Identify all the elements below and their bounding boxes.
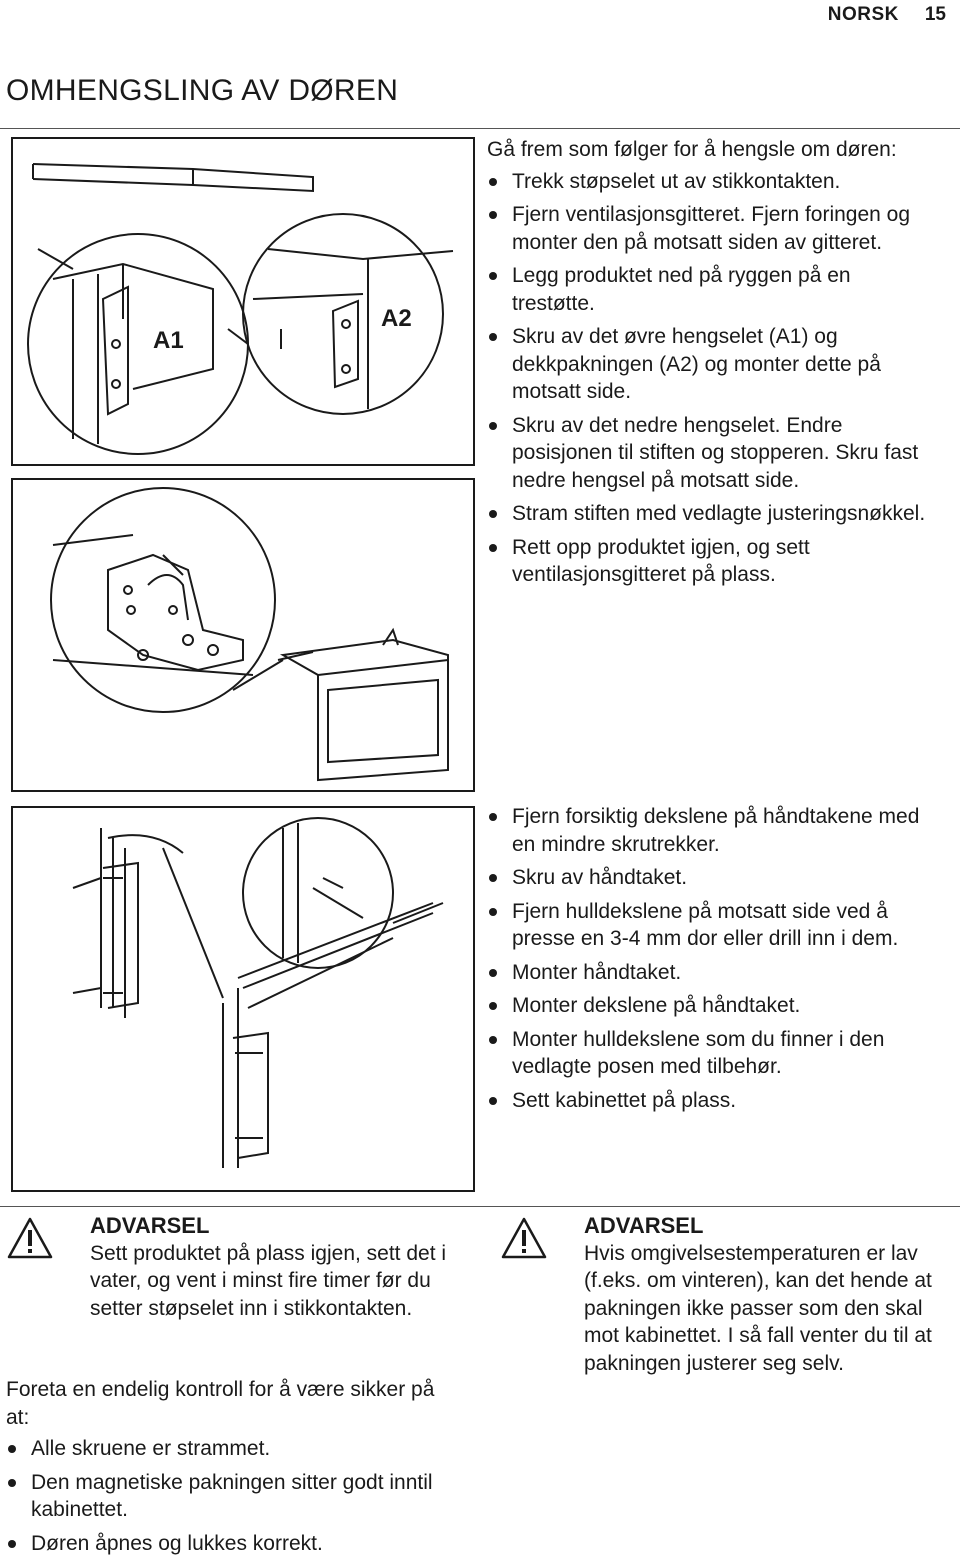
final-check-list: Alle skruene er strammet. Den magnetiske… (6, 1435, 456, 1557)
list-item: Rett opp produktet igjen, og sett ventil… (487, 534, 937, 589)
handle-instructions: Fjern forsiktig dekslene på håndtakene m… (487, 803, 937, 1120)
warning-left-text: Sett produktet på plass igjen, sett det … (90, 1241, 447, 1320)
list-item: Sett kabinettet på plass. (487, 1087, 937, 1115)
list-item: Stram stiften med vedlagte justeringsnøk… (487, 500, 937, 528)
warning-divider (0, 1206, 960, 1207)
warning-right: ADVARSEL Hvis omgivelsestemperaturen er … (500, 1212, 955, 1377)
label-a1: A1 (153, 327, 184, 354)
language-label: NORSK (827, 4, 899, 25)
list-item: Legg produktet ned på ryggen på en trest… (487, 262, 937, 317)
warning-left-title: ADVARSEL (90, 1213, 210, 1238)
list-item: Skru av det nedre hengselet. Endre posis… (487, 412, 937, 495)
page-header: NORSK 15 (828, 0, 946, 30)
warning-left: ADVARSEL Sett produktet på plass igjen, … (6, 1212, 456, 1322)
section-divider (0, 128, 960, 129)
list-item: Fjern hulldekslene på motsatt side ved å… (487, 898, 937, 953)
handle-illustration (72, 817, 444, 1168)
section-title: OMHENGSLING AV DØREN (6, 74, 399, 107)
handle-steps-list: Fjern forsiktig dekslene på håndtakene m… (487, 803, 937, 1114)
list-item: Døren åpnes og lukkes korrekt. (6, 1530, 456, 1558)
label-a2: A2 (381, 305, 412, 332)
figure-handle (11, 806, 475, 1192)
upper-hinge-illustration (27, 163, 454, 455)
list-item: Monter håndtaket. (487, 959, 937, 987)
final-check-intro: Foreta en endelig kontroll for å være si… (6, 1378, 435, 1429)
list-item: Den magnetiske pakningen sitter godt inn… (6, 1469, 456, 1524)
list-item: Trekk støpselet ut av stikkontakten. (487, 168, 937, 196)
figure-lower-hinge (11, 478, 475, 792)
warning-triangle-icon (501, 1217, 547, 1259)
warning-right-text: Hvis omgivelsestemperaturen er lav (f.ek… (584, 1241, 932, 1375)
rehinge-instructions: Gå frem som følger for å hengsle om døre… (487, 136, 937, 595)
final-check: Foreta en endelig kontroll for å være si… (6, 1376, 456, 1563)
figure-upper-hinge: A1 A2 (11, 137, 475, 466)
list-item: Alle skruene er strammet. (6, 1435, 456, 1463)
page-number: 15 (924, 4, 946, 25)
rehinge-steps-list: Trekk støpselet ut av stikkontakten. Fje… (487, 168, 937, 589)
rehinge-intro: Gå frem som følger for å hengsle om døre… (487, 138, 897, 161)
list-item: Skru av håndtaket. (487, 864, 937, 892)
list-item: Skru av det øvre hengselet (A1) og dekkp… (487, 323, 937, 406)
lower-hinge-illustration (50, 487, 449, 782)
list-item: Fjern ventilasjonsgitteret. Fjern foring… (487, 201, 937, 256)
list-item: Fjern forsiktig dekslene på håndtakene m… (487, 803, 937, 858)
list-item: Monter dekslene på håndtaket. (487, 992, 937, 1020)
warning-triangle-icon (7, 1217, 53, 1259)
list-item: Monter hulldekslene som du finner i den … (487, 1026, 937, 1081)
warning-right-title: ADVARSEL (584, 1213, 704, 1238)
